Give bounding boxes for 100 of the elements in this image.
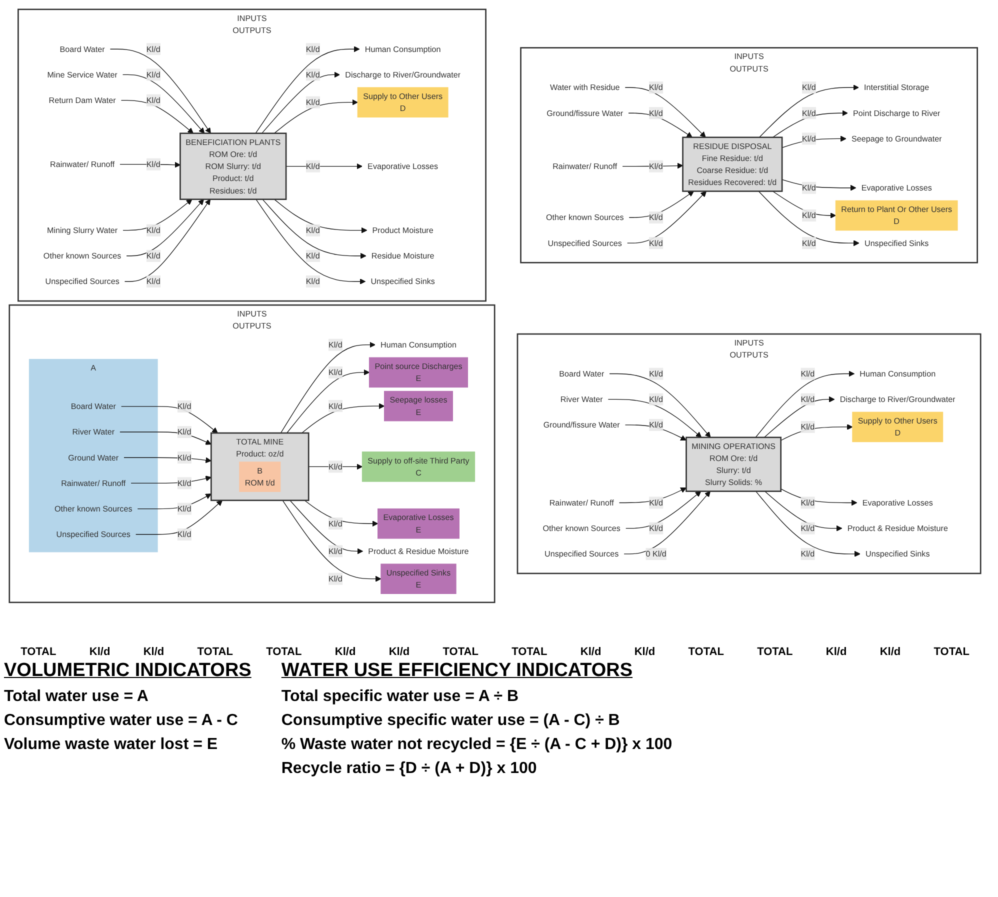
edge-label: Kl/d (328, 368, 342, 378)
node-text: Human Consumption (860, 369, 936, 378)
node-box: Supply to Other Users D (357, 87, 448, 118)
node-text: Discharge to River/Groundwater (840, 394, 956, 404)
edge-label: Kl/d (146, 70, 160, 80)
node-text: Unspecified Sinks (864, 238, 929, 248)
node-text: Other known Sources (542, 524, 620, 534)
node-box: MINING OPERATIONS ROM Ore: t/d Slurry: t/d Slurry Solids: % (686, 436, 782, 492)
arrow (120, 432, 212, 445)
arrow (304, 500, 378, 527)
edge-label: Kl/d (802, 183, 816, 193)
edge-label: Kl/d (800, 498, 815, 508)
node-text: Evaporative Losses (861, 183, 932, 193)
arrow (608, 399, 702, 438)
edge-label: 0 Kl/d (646, 549, 666, 559)
edge-label: Kl/d (648, 212, 663, 222)
arrow (136, 500, 223, 535)
node-text: Water with Residue (550, 82, 620, 92)
arrow (764, 490, 842, 532)
arrow (628, 190, 694, 218)
edge-label: Kl/d (802, 82, 816, 92)
section-heading: WATER USE EFFICIENCY INDICATORS (281, 660, 634, 682)
edge-label: Kl/d (328, 462, 342, 472)
node-text: Ground/fissure Water (546, 108, 624, 118)
node-text: Interstitial Storage (864, 82, 930, 92)
node-text: River Water (72, 427, 115, 437)
formula-text: % Waste water not recycled = {E ÷ (A - C + D)} x 100 (281, 736, 672, 754)
edge-label: Kl/d (648, 82, 663, 92)
arrow (120, 406, 218, 434)
edge-label: Kl/d (328, 546, 342, 556)
edge-label: Kl/d (306, 70, 320, 80)
node-text: Human Consumption (364, 44, 441, 54)
node-text: Other known Sources (546, 212, 624, 222)
arrow (772, 110, 848, 138)
node-text: Unspecified Sources (45, 276, 120, 286)
node-text: Rainwater/ Runoff (552, 162, 618, 172)
arrow (756, 490, 860, 557)
arrow (262, 72, 340, 134)
arrow (780, 488, 858, 506)
node-text: Unspecified Sources (544, 549, 619, 559)
arrow (280, 342, 376, 434)
arrow (110, 48, 211, 134)
formula-text: Volume waste water lost = E (4, 736, 219, 754)
unit-label: Kl/d (143, 646, 164, 658)
total-label: TOTAL (442, 646, 478, 658)
total-label: TOTAL (512, 646, 548, 658)
total-label: TOTAL (266, 646, 302, 658)
node-text: Rainwater/ Runoff (50, 160, 115, 170)
node-box: Evaporative Losses E (378, 508, 460, 539)
arrow (302, 403, 385, 434)
edge-label: Kl/d (649, 524, 664, 534)
edge-label: Kl/d (802, 134, 816, 144)
edge-label: Kl/d (648, 108, 663, 118)
edge-label: Kl/d (800, 549, 815, 559)
arrow (290, 500, 364, 554)
node-box: RESIDUE DISPOSAL Fine Residue: t/d Coarse Residue: t/d Residues Recovered: t/d (682, 136, 783, 192)
node-text: Evaporative Losses (862, 498, 933, 508)
arrow (256, 198, 366, 284)
edge-label: Kl/d (802, 108, 816, 118)
unit-label: Kl/d (89, 646, 110, 658)
arrow (274, 198, 368, 234)
arrow (755, 370, 855, 438)
node-text: Evaporative Losses (368, 162, 438, 172)
formula-text: Consumptive specific water use = (A - C) ÷ B (281, 712, 621, 730)
edge-label: Kl/d (800, 524, 815, 534)
unit-label: Kl/d (388, 646, 410, 658)
unit-label: Kl/d (334, 646, 356, 658)
unit-label: Kl/d (580, 646, 602, 658)
edge-label: Kl/d (146, 251, 160, 261)
total-label: TOTAL (688, 646, 724, 658)
node-box: BENEFICIATION PLANTS ROM Ore: t/d ROM Slurry: t/d Product: t/d Residues: t/d (180, 132, 287, 200)
unit-label: Kl/d (880, 646, 901, 658)
formula-text: Recycle ratio = {D ÷ (A + D)} x 100 (281, 760, 538, 778)
edge-label: Kl/d (177, 402, 192, 412)
node-text: Mining Slurry Water (46, 226, 118, 236)
node-box: B ROM t/d (239, 462, 281, 492)
arrow (274, 99, 358, 134)
edge-label: Kl/d (146, 44, 160, 54)
edge-label: Kl/d (649, 420, 664, 430)
node-text: Other known Sources (43, 251, 122, 261)
edge-label: Kl/d (328, 518, 342, 528)
node-text: Board Water (60, 44, 105, 54)
edge-label: Kl/d (177, 478, 192, 488)
edge-label: Kl/d (177, 530, 192, 540)
arrow (609, 373, 711, 438)
edge-label: Kl/d (177, 504, 192, 514)
edge-label: Kl/d (146, 96, 160, 106)
edge-label: Kl/d (328, 574, 342, 584)
edge-label: Kl/d (306, 251, 320, 261)
edge-label: Kl/d (177, 452, 192, 462)
unit-label: Kl/d (634, 646, 656, 658)
arrow (124, 199, 211, 282)
node-text: Unspecified Sources (56, 530, 130, 540)
node-text: Product Moisture (372, 226, 434, 236)
node-text: Ground Water (68, 452, 119, 462)
arrow (122, 199, 192, 231)
edge-label: Kl/d (802, 210, 816, 220)
edge-label: Kl/d (146, 226, 160, 236)
formula-text: Total water use = A (4, 688, 150, 706)
total-label: TOTAL (934, 646, 970, 658)
